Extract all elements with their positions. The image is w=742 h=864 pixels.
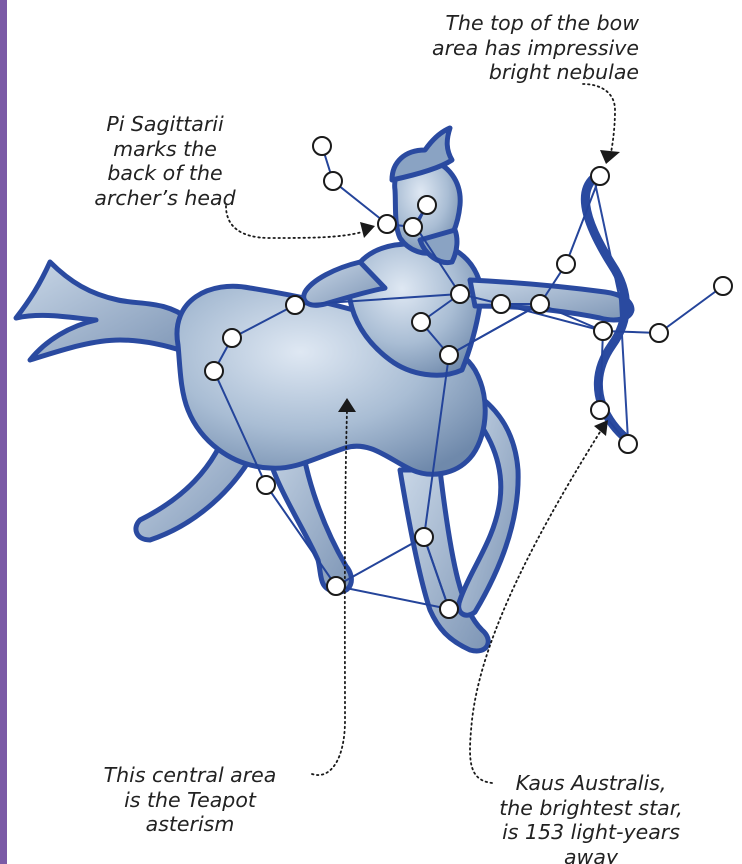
callout-line: The top of the bow — [389, 11, 639, 36]
callout-line: This central area — [60, 763, 320, 788]
star — [415, 528, 433, 546]
star — [619, 435, 637, 453]
callout-line: marks the — [55, 137, 275, 162]
centaur-tail — [16, 262, 190, 360]
star — [327, 577, 345, 595]
callout-line: back of the — [55, 161, 275, 186]
arrowhead-icon — [594, 420, 608, 436]
callout-line: is the Teapot — [60, 788, 320, 813]
star — [324, 172, 342, 190]
callout-line: area has impressive — [389, 36, 639, 61]
star — [418, 196, 436, 214]
arrowhead-icon — [600, 150, 620, 164]
callout-line: Pi Sagittarii — [55, 112, 275, 137]
star — [650, 324, 668, 342]
star — [257, 476, 275, 494]
star — [451, 285, 469, 303]
leader-bow-top — [583, 84, 615, 158]
star — [591, 167, 609, 185]
centaur-front-leg-left — [400, 470, 488, 651]
callout-line: is 153 light-years — [466, 820, 716, 845]
callout-line: asterism — [60, 812, 320, 837]
callout-teapot: This central area is the Teapot asterism — [60, 763, 320, 837]
callout-kaus-australis: Kaus Australis, the brightest star, is 1… — [466, 771, 716, 864]
star — [404, 218, 422, 236]
star — [557, 255, 575, 273]
callout-line: bright nebulae — [389, 60, 639, 85]
star — [286, 296, 304, 314]
star — [531, 295, 549, 313]
star — [591, 401, 609, 419]
arrowhead-icon — [360, 222, 375, 238]
star — [492, 295, 510, 313]
callout-line: away — [466, 845, 716, 864]
callout-line: archer’s head — [55, 186, 275, 211]
star — [412, 313, 430, 331]
leader-kaus-australis — [470, 432, 600, 783]
star — [223, 329, 241, 347]
star — [440, 600, 458, 618]
star — [440, 346, 458, 364]
star — [313, 137, 331, 155]
callout-line: Kaus Australis, — [466, 771, 716, 796]
callout-bow-top: The top of the bow area has impressive b… — [389, 11, 639, 85]
leader-pi-sagittarii — [226, 206, 362, 238]
star — [205, 362, 223, 380]
star — [378, 215, 396, 233]
star — [714, 277, 732, 295]
callout-line: the brightest star, — [466, 796, 716, 821]
callout-pi-sagittarii: Pi Sagittarii marks the back of the arch… — [55, 112, 275, 210]
star — [594, 322, 612, 340]
